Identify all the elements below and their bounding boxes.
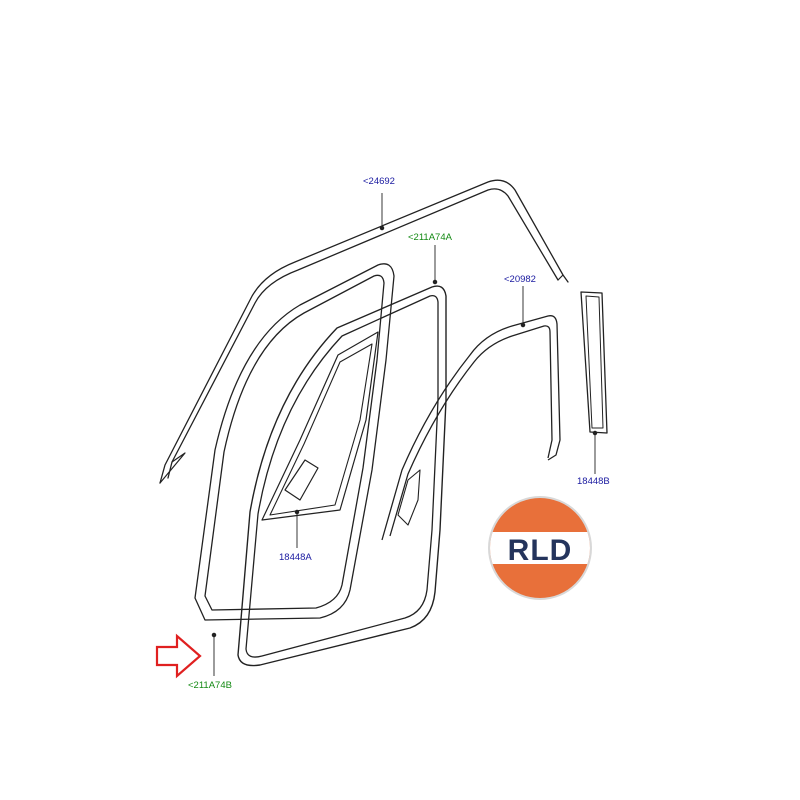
logo-text: RLD xyxy=(508,534,573,567)
label-seal-b: 18448B xyxy=(577,476,610,487)
label-front-seal-bottom: <211A74B xyxy=(188,680,232,691)
label-rear-seal: <20982 xyxy=(504,274,536,285)
pillar-seal-part xyxy=(580,291,608,434)
rear-door-seal-part xyxy=(381,315,561,541)
label-roof-seal: <24692 xyxy=(363,176,395,187)
roof-seal-part xyxy=(159,179,569,484)
label-front-seal-top: <211A74A xyxy=(408,232,453,243)
leader-lines xyxy=(211,193,598,676)
label-seal-a: 18448A xyxy=(279,552,312,563)
front-door-seal-part xyxy=(194,263,395,621)
front-window-seal-part xyxy=(237,285,447,667)
arrow-right-icon xyxy=(155,633,202,679)
brand-logo: RLD xyxy=(488,496,592,600)
